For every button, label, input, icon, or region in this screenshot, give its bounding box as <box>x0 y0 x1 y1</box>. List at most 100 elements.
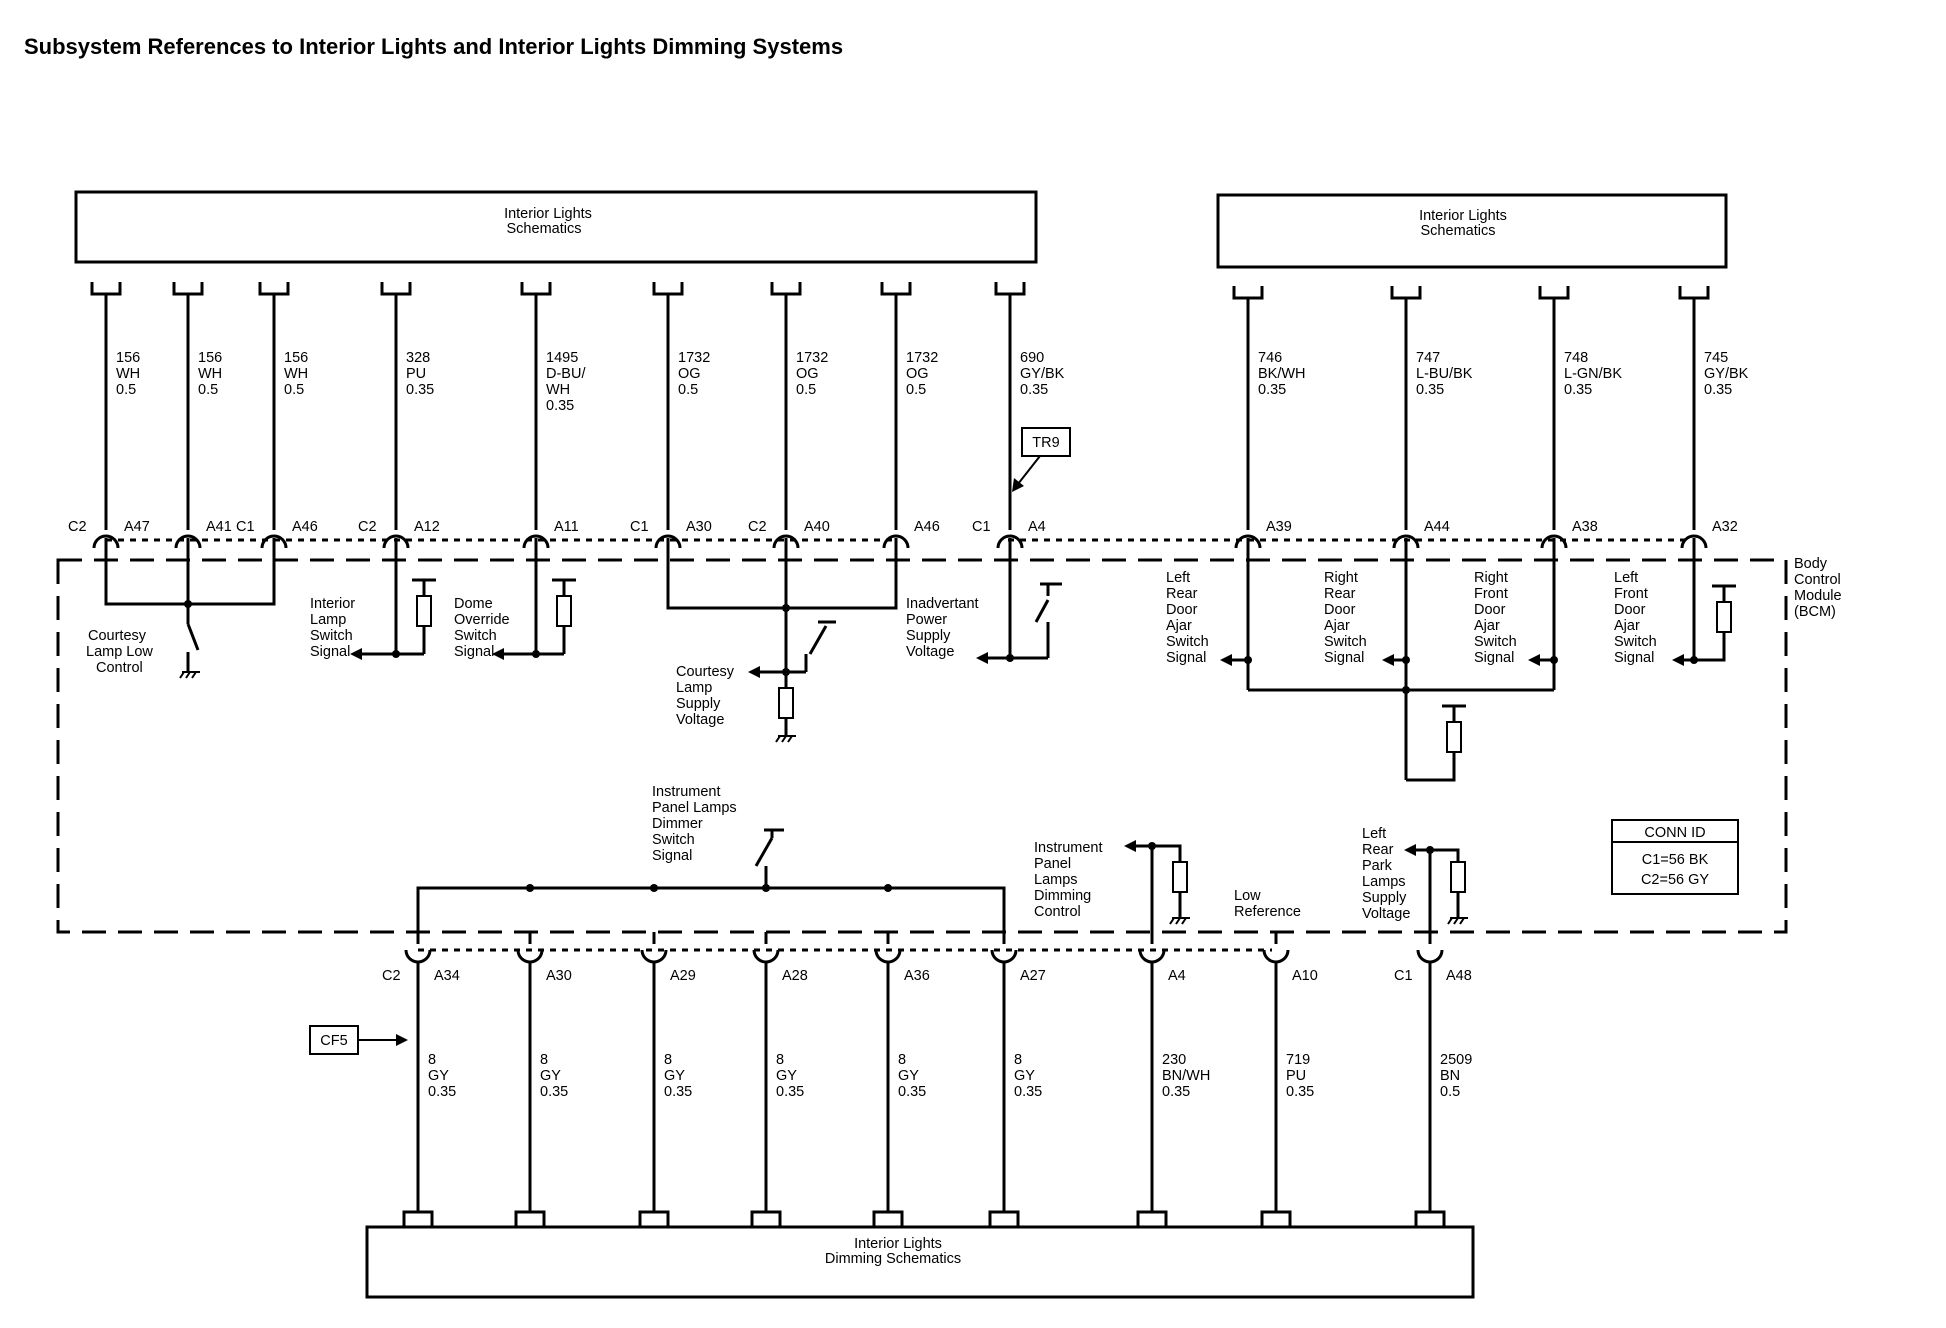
svg-text:Right: Right <box>1474 570 1508 586</box>
svg-text:Dimmer: Dimmer <box>652 816 703 832</box>
cf5-reference[interactable]: CF5 <box>309 1025 408 1055</box>
wire-label: 8 <box>428 1052 436 1068</box>
connector-id: C2 <box>68 519 87 535</box>
wire-label: 0.35 <box>1286 1084 1314 1100</box>
wire-label: 0.35 <box>776 1084 804 1100</box>
svg-text:Reference: Reference <box>1234 904 1301 920</box>
wire-label: 2509 <box>1440 1052 1472 1068</box>
box-label-line1: Interior Lights <box>504 206 592 222</box>
inadvertant-power-label: Inadvertant Power Supply Voltage <box>906 596 979 660</box>
svg-text:Lamp: Lamp <box>676 680 712 696</box>
svg-text:Control: Control <box>1034 904 1081 920</box>
wire-label: 0.35 <box>406 382 434 398</box>
wire-label: 156 <box>284 350 308 366</box>
right-front-door-ajar-label: Right Front Door Ajar Switch Signal <box>1474 570 1517 666</box>
svg-text:(BCM): (BCM) <box>1794 604 1836 620</box>
svg-text:Supply: Supply <box>906 628 951 644</box>
ip-dimming-control-label: Instrument Panel Lamps Dimming Control <box>1034 840 1103 920</box>
wire-label: 328 <box>406 350 430 366</box>
interior-lights-dimming-schematics-box[interactable] <box>365 1225 1475 1299</box>
wire-label: 0.35 <box>664 1084 692 1100</box>
wire-label: BK/WH <box>1258 366 1306 382</box>
wire-label: OG <box>906 366 929 382</box>
page-title: Subsystem References to Interior Lights … <box>24 34 843 59</box>
interior-lights-schematics-box-right[interactable] <box>1216 193 1728 269</box>
wire-label: GY/BK <box>1704 366 1749 382</box>
bcm-label: Body Control Module (BCM) <box>1794 556 1842 620</box>
wire-label: 8 <box>898 1052 906 1068</box>
inadvertant-power-circuit <box>976 560 1062 664</box>
svg-text:Switch: Switch <box>1324 634 1367 650</box>
svg-text:Dome: Dome <box>454 596 493 612</box>
wire-label: D-BU/ <box>546 366 586 382</box>
svg-text:C1=56 BK: C1=56 BK <box>1642 852 1709 868</box>
svg-text:Courtesy: Courtesy <box>88 628 147 644</box>
svg-text:Right: Right <box>1324 570 1358 586</box>
pin-label: A34 <box>434 968 460 984</box>
connector-id: C1 <box>236 519 255 535</box>
wire-label: 0.5 <box>906 382 926 398</box>
svg-text:Lamps: Lamps <box>1362 874 1406 890</box>
interior-lights-schematics-box[interactable] <box>74 190 1038 264</box>
pin-label: A10 <box>1292 968 1318 984</box>
interior-lamp-switch-circuit <box>350 560 436 660</box>
svg-text:Rear: Rear <box>1166 586 1198 602</box>
pin-label: A38 <box>1572 519 1598 535</box>
svg-text:Switch: Switch <box>652 832 695 848</box>
wire-label: WH <box>198 366 222 382</box>
svg-text:Switch: Switch <box>1474 634 1517 650</box>
wire-label: 0.35 <box>1704 382 1732 398</box>
wire-label: GY <box>428 1068 449 1084</box>
tr9-reference[interactable]: TR9 <box>1012 427 1071 492</box>
svg-text:Switch: Switch <box>1614 634 1657 650</box>
pin-label: A29 <box>670 968 696 984</box>
svg-text:Signal: Signal <box>310 644 350 660</box>
wire-label: 0.35 <box>1416 382 1444 398</box>
svg-text:Door: Door <box>1614 602 1646 618</box>
svg-text:Voltage: Voltage <box>1362 906 1410 922</box>
wire-label: PU <box>1286 1068 1306 1084</box>
svg-text:Ajar: Ajar <box>1324 618 1350 634</box>
svg-text:Lamp: Lamp <box>310 612 346 628</box>
lr-park-lamp-label: Left Rear Park Lamps Supply Voltage <box>1362 826 1410 922</box>
interior-lamp-switch-label: Interior Lamp Switch Signal <box>310 596 355 660</box>
wire-label: 0.35 <box>546 398 574 414</box>
wire-label: 690 <box>1020 350 1044 366</box>
dome-override-label: Dome Override Switch Signal <box>454 596 510 660</box>
svg-text:Door: Door <box>1324 602 1356 618</box>
wire-label: GY <box>898 1068 919 1084</box>
connector-id: C1 <box>1394 968 1413 984</box>
wire-label: 230 <box>1162 1052 1186 1068</box>
wire-label: 8 <box>776 1052 784 1068</box>
pin-label: A30 <box>686 519 712 535</box>
connector-id: C2 <box>748 519 767 535</box>
svg-text:Control: Control <box>1794 572 1841 588</box>
svg-text:Panel Lamps: Panel Lamps <box>652 800 737 816</box>
pin-label: A47 <box>124 519 150 535</box>
wire-label: BN/WH <box>1162 1068 1210 1084</box>
wire-label: 0.5 <box>1440 1084 1460 1100</box>
connector-id: C2 <box>358 519 377 535</box>
